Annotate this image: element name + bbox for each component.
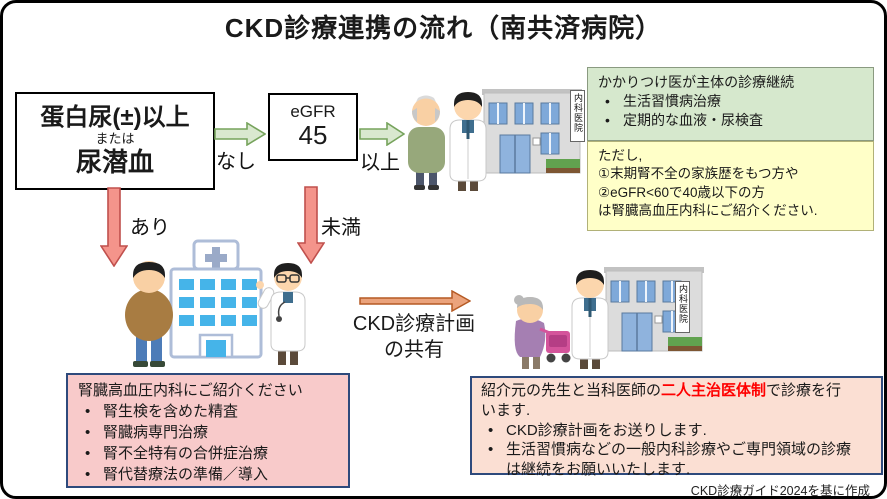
hospital-building-illustration [169, 239, 263, 359]
caution-line: ②eGFR<60で40歳以下の方 [598, 184, 766, 200]
shared-care-intro-line2: います. [481, 401, 531, 419]
caution-line: ただし, [598, 148, 643, 163]
primary-care-item: 定期的な血液・尿検査 [598, 111, 865, 130]
proteinuria-line: 蛋白尿(±)以上 [40, 104, 190, 132]
right-arrow-green-icon [214, 122, 266, 146]
primary-care-item: 生活習慣病治療 [598, 92, 865, 111]
primary-care-scene-illustration [408, 89, 582, 191]
intro-after: で診療を行 [766, 382, 842, 399]
doctor-illustration [571, 270, 609, 369]
caution-line: ①末期腎不全の家族歴をもつ方や [598, 166, 799, 182]
page-title: CKD診療連携の流れ（南共済病院） [224, 13, 663, 43]
primary-care-box: かかりつけ医が主体の診療継続 生活習慣病治療 定期的な血液・尿検査 [587, 67, 874, 141]
referral-item: 腎臓病専門治療 [78, 422, 340, 443]
clinic-sign: 内科医院 [675, 281, 690, 333]
shared-care-item: CKD診療計画をお送りします. [481, 421, 873, 441]
urine-test-box: 蛋白尿(±)以上 または 尿潜血 [15, 92, 215, 190]
shared-care-intro-line1: 紹介元の先生と当科医師の二人主治医体制で診療を行 [481, 381, 873, 401]
caution-box: ただし, ①末期腎不全の家族歴をもつ方や ②eGFR<60で40歳以下の方 は腎… [587, 141, 874, 231]
share-label-line1: CKD診療計画 [352, 313, 476, 335]
doctor-illustration [449, 92, 487, 191]
hospital-referral-scene-illustration [125, 239, 306, 367]
patient-illustration [125, 261, 173, 367]
hematuria-line: 尿潜血 [75, 147, 154, 178]
label-no-proteinuria: なし [216, 151, 256, 173]
clinic-sign: 内科医院 [570, 90, 585, 142]
referral-item: 腎生検を含めた精査 [78, 401, 340, 422]
referral-item: 腎代替療法の準備／導入 [78, 464, 340, 485]
referral-title: 腎臓高血圧内科にご紹介ください [78, 382, 303, 399]
elderly-woman-walker-illustration [514, 295, 571, 369]
source-note: CKD診療ガイド2024を基に作成 [690, 484, 870, 498]
or-line: または [95, 131, 135, 147]
caution-line: は腎臓高血圧内科にご紹介ください. [598, 203, 818, 219]
label-proteinuria-present: あり [130, 217, 170, 239]
egfr-value: 45 [298, 120, 328, 151]
egfr-name: eGFR [290, 101, 336, 121]
referral-item: 腎不全特有の合併症治療 [78, 443, 340, 464]
share-label-line2: の共有 [384, 339, 444, 361]
intro-before: 紹介元の先生と当科医師の [481, 382, 662, 399]
shared-care-box: 紹介元の先生と当科医師の二人主治医体制で診療を行 います. CKD診療計画をお送… [470, 376, 883, 478]
down-arrow-red-icon [100, 187, 128, 267]
right-arrow-green-icon [359, 122, 405, 146]
doctor-pointing-illustration [256, 263, 306, 365]
shared-care-item-wrap: は継続をお願いいたします. [506, 461, 691, 479]
clinic-building-illustration [482, 89, 582, 174]
shared-care-item: 生活習慣病などの一般内科診療やご専門領域の診療 [481, 440, 873, 460]
label-egfr-below: 未満 [321, 217, 361, 239]
intro-highlight: 二人主治医体制 [661, 382, 767, 399]
elderly-man-illustration [408, 95, 445, 190]
primary-care-title: かかりつけ医が主体の診療継続 [598, 74, 795, 90]
right-arrow-orange-icon [359, 290, 471, 312]
share-arrow-label: CKD診療計画 の共有 [340, 311, 488, 363]
egfr-threshold-box: eGFR 45 [268, 93, 358, 161]
down-arrow-red-icon [297, 186, 325, 264]
label-egfr-above: 以上 [360, 152, 400, 174]
nephrology-referral-box: 腎臓高血圧内科にご紹介ください 腎生検を含めた精査 腎臓病専門治療 腎不全特有の… [66, 373, 350, 488]
